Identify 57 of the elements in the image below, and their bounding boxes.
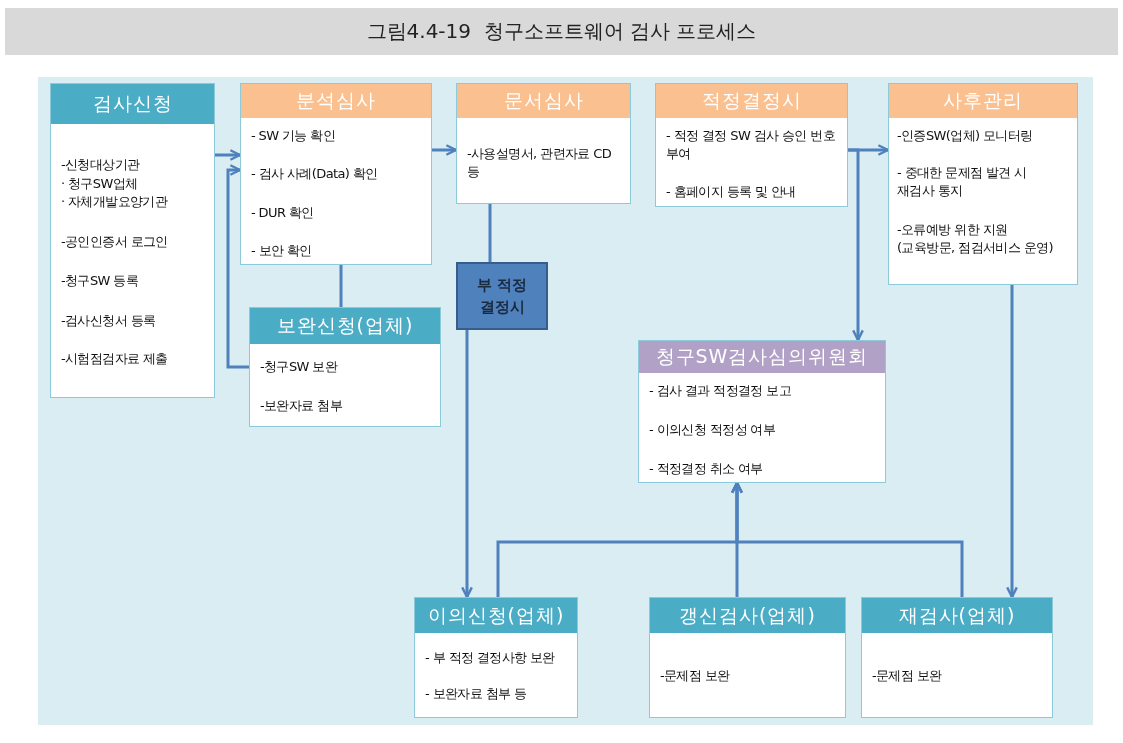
process-box <box>655 83 848 207</box>
list-item: -문제점 보완 <box>660 667 730 685</box>
list-item: -청구SW 보완 <box>260 358 338 376</box>
box-heading: 검사신청 <box>51 84 214 124</box>
list-item: - DUR 확인 <box>251 204 314 222</box>
list-item: - 홈페이지 등록 및 안내 <box>666 183 796 201</box>
process-box <box>456 83 631 204</box>
list-item: - 적정 결정 SW 검사 승인 번호 부여 <box>666 127 837 163</box>
list-item: - 부 적정 결정사항 보완 <box>425 649 555 667</box>
arrow <box>215 149 242 161</box>
list-item: - 검사 결과 적정결정 보고 <box>649 382 792 400</box>
connector-line <box>488 204 492 262</box>
process-box <box>240 83 432 265</box>
box-heading: 사후관리 <box>889 84 1077 118</box>
arrow <box>461 330 473 599</box>
list-item: -사용설명서, 관련자료 CD 등 <box>467 145 613 181</box>
list-item: -청구SW 등록 <box>61 272 139 290</box>
list-item: - 중대한 문제점 발견 시 재검사 통지 <box>897 164 1028 200</box>
list-item: - 이의신청 적정성 여부 <box>649 421 776 439</box>
title-bar: 그림4.4-19 청구소프트웨어 검사 프로세스 <box>5 8 1118 55</box>
arrow <box>1006 285 1018 599</box>
process-box <box>861 597 1053 718</box>
process-box <box>50 83 215 398</box>
box-heading: 적정결정시 <box>656 84 847 118</box>
arrow <box>731 481 964 597</box>
list-item: -신청대상기관 <box>61 156 140 174</box>
arrow <box>848 148 864 342</box>
box-heading: 청구SW검사심의위원회 <box>639 341 885 373</box>
list-item: -공인인증서 로그인 <box>61 233 168 251</box>
process-box <box>638 340 886 483</box>
list-item: - 보안 확인 <box>251 242 312 260</box>
process-box <box>888 83 1078 285</box>
list-item: -문제점 보완 <box>872 667 942 685</box>
process-box <box>249 307 441 427</box>
box-heading: 재검사(업체) <box>862 598 1052 633</box>
box-heading: 문서심사 <box>457 84 630 118</box>
list-item: - 보완자료 첨부 등 <box>425 685 527 703</box>
list-item: -검사신청서 등록 <box>61 312 156 330</box>
box-heading: 분석심사 <box>241 84 431 118</box>
list-item: - SW 기능 확인 <box>251 127 336 145</box>
list-item: -인증SW(업체) 모니터링 <box>897 127 1033 145</box>
list-item: -시험점검자료 제출 <box>61 350 168 368</box>
box-heading: 이의신청(업체) <box>415 598 577 633</box>
connector-line <box>339 265 343 307</box>
list-item: -오류예방 위한 지원 (교육방문, 점검서비스 운영) <box>897 221 1054 257</box>
list-item: · 청구SW업체 <box>61 175 138 193</box>
decision-box: 부 적정 결정시 <box>456 262 548 330</box>
arrow <box>432 144 458 156</box>
list-item: · 자체개발요양기관 <box>61 193 168 211</box>
list-item: - 검사 사례(Data) 확인 <box>251 165 378 183</box>
box-heading: 갱신검사(업체) <box>650 598 845 633</box>
process-box <box>414 597 578 718</box>
process-box <box>649 597 846 718</box>
list-item: - 적정결정 취소 여부 <box>649 460 763 478</box>
arrow <box>226 164 249 369</box>
list-item: -보완자료 첨부 <box>260 397 343 415</box>
box-heading: 보완신청(업체) <box>250 308 440 344</box>
